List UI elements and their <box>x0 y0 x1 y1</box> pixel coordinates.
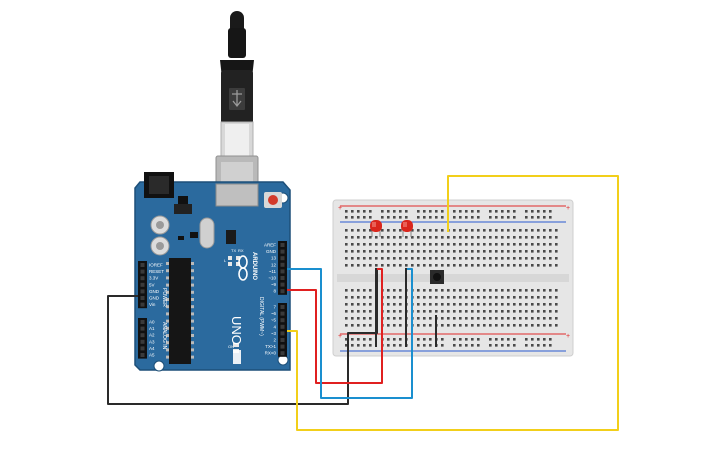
center-channel <box>337 274 569 282</box>
digital-bottom-pin-label: ~5 <box>271 318 277 323</box>
digital-top-pin[interactable] <box>280 289 285 294</box>
analog-pin[interactable] <box>140 326 145 331</box>
wire-red-pin9[interactable] <box>287 268 383 384</box>
digital-top-pin[interactable] <box>280 262 285 267</box>
wire-blue-pin12[interactable] <box>287 268 413 399</box>
power-pin-label: RESET <box>149 269 164 274</box>
power-label: POWER <box>161 288 167 307</box>
power-pin[interactable] <box>140 276 145 281</box>
reset-button[interactable] <box>264 192 282 208</box>
power-pin[interactable] <box>140 302 145 307</box>
digital-top-pin-label: GND <box>266 249 277 254</box>
digital-bottom-pin-label: 2 <box>273 338 276 343</box>
digital-bottom-pin-label: TX>1 <box>265 344 276 349</box>
digital-bottom-pin[interactable] <box>280 331 285 336</box>
rx-label: RX <box>238 248 244 253</box>
digital-top-pin-label: AREF <box>264 243 276 248</box>
arduino-logo: ARDUINO <box>238 252 257 281</box>
wire-yellow-pin4[interactable] <box>287 175 619 431</box>
l-label: L <box>224 258 227 263</box>
led-1[interactable] <box>370 220 382 237</box>
svg-text:+: + <box>338 333 342 340</box>
push-button[interactable] <box>430 270 444 284</box>
digital-top-pin-label: 8 <box>273 289 276 294</box>
digital-top-pin-label: ~11 <box>269 269 277 274</box>
digital-top-pin[interactable] <box>280 256 285 261</box>
digital-bottom-pin[interactable] <box>280 324 285 329</box>
digital-top-pin-label: ~9 <box>271 282 277 287</box>
power-pin[interactable] <box>140 289 145 294</box>
analog-pin-label: A0 <box>149 320 155 325</box>
digital-bottom-pin[interactable] <box>280 344 285 349</box>
digital-bottom-pin-label: RX<0 <box>265 351 277 356</box>
arduino-logo-text: ARDUINO <box>251 252 257 280</box>
digital-top-pin[interactable] <box>280 249 285 254</box>
analog-pin[interactable] <box>140 346 145 351</box>
digital-bottom-pin-label: ~3 <box>271 331 277 336</box>
power-pin-label: IOREF <box>149 263 163 268</box>
tx-label: TX <box>231 248 236 253</box>
power-pin-label: Vin <box>149 302 156 307</box>
digital-header-top[interactable] <box>278 241 287 295</box>
analog-pin[interactable] <box>140 339 145 344</box>
digital-top-pin[interactable] <box>280 243 285 247</box>
digital-bottom-pin[interactable] <box>280 305 285 309</box>
crystal <box>199 217 215 249</box>
power-pin-label: GND <box>149 289 160 294</box>
digital-top-pin[interactable] <box>280 276 285 280</box>
digital-top-pin[interactable] <box>280 282 285 287</box>
digital-top-pin-label: ~10 <box>268 276 276 281</box>
analog-pin-label: A3 <box>149 339 155 344</box>
arduino-uno-board[interactable]: TX RX L ON ARDUINO UNO DIGITAL (PWM~) PO… <box>134 172 291 372</box>
analog-label: ANALOG IN <box>161 322 167 350</box>
digital-top-pin[interactable] <box>280 269 285 274</box>
svg-text:+: + <box>566 205 570 212</box>
usb-cable[interactable] <box>215 11 259 203</box>
digital-bottom-pin[interactable] <box>280 351 285 356</box>
digital-bottom-pin[interactable] <box>280 338 285 342</box>
power-jack <box>144 172 174 198</box>
digital-bottom-pin-label: ~6 <box>271 311 277 316</box>
on-label: ON <box>228 344 234 349</box>
power-pin-label: 5V <box>149 282 155 287</box>
capacitor-2 <box>150 236 170 256</box>
led-2[interactable] <box>401 220 413 237</box>
digital-bottom-pin[interactable] <box>280 318 285 323</box>
digital-top-pin-label: 12 <box>271 262 277 267</box>
analog-pin[interactable] <box>140 333 145 338</box>
digital-label: DIGITAL (PWM~) <box>258 297 264 336</box>
digital-bottom-pin[interactable] <box>280 311 285 316</box>
digital-bottom-pin-label: 7 <box>273 305 276 310</box>
microcontroller-chip <box>166 258 194 364</box>
analog-pin-label: A2 <box>149 333 155 338</box>
power-pin[interactable] <box>140 296 145 300</box>
voltage-regulator <box>178 196 188 204</box>
digital-header-bottom[interactable] <box>278 303 287 357</box>
uno-label: UNO <box>229 316 244 345</box>
capacitor-1 <box>150 215 170 235</box>
analog-header[interactable] <box>138 318 147 359</box>
power-pin[interactable] <box>140 269 145 274</box>
analog-pin-label: A1 <box>149 326 155 331</box>
analog-pin[interactable] <box>140 320 145 324</box>
digital-bottom-pin-label: 4 <box>273 324 276 329</box>
power-pin[interactable] <box>140 263 145 267</box>
power-pin-label: GND <box>149 296 160 301</box>
svg-text:+: + <box>566 333 570 340</box>
analog-pin-label: A5 <box>149 353 155 358</box>
digital-top-pin-label: 13 <box>271 256 277 261</box>
analog-pin[interactable] <box>140 353 145 357</box>
power-pin-label: 3.3V <box>149 276 158 281</box>
svg-text:+: + <box>338 205 342 212</box>
analog-pin-label: A4 <box>149 346 155 351</box>
power-pin[interactable] <box>140 282 145 287</box>
usb-port <box>215 183 259 207</box>
power-header[interactable] <box>138 261 147 309</box>
